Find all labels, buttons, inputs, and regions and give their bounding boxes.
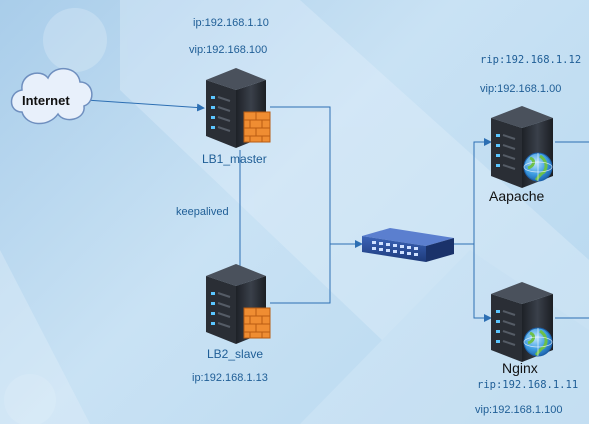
- lb1-firewall-icon: [243, 111, 271, 143]
- internet-to-lb1-line: [85, 99, 205, 112]
- apache-globe-icon: [523, 152, 553, 182]
- internet-cloud-icon: [10, 68, 93, 125]
- lb1-name-label: LB1_master: [202, 152, 267, 166]
- internet-label: Internet: [22, 93, 70, 108]
- network-switch-icon: [362, 228, 454, 262]
- switch-to-apache-line: [452, 138, 492, 245]
- lb2-firewall-icon: [243, 307, 271, 339]
- lb1-vip-label: vip:192.168.100: [189, 44, 268, 56]
- nginx-rip-label: rip:192.168.1.11: [477, 379, 579, 391]
- keepalived-label: keepalived: [176, 206, 229, 218]
- nginx-name-label: Nginx: [502, 360, 538, 376]
- apache-rip-label: rip:192.168.1.12: [480, 54, 582, 66]
- lb1-ip-label: ip:192.168.1.10: [193, 17, 269, 29]
- apache-name-label: Aapache: [489, 188, 545, 204]
- apache-vip-label: vip:192.168.1.00: [480, 83, 562, 95]
- lb2-to-switch-line: [270, 244, 331, 304]
- lb2-ip-label: ip:192.168.1.13: [192, 372, 268, 384]
- lb1-to-switch-line: [270, 106, 363, 248]
- nginx-vip-label: vip:192.168.1.100: [475, 404, 563, 416]
- switch-to-nginx-line: [473, 244, 492, 322]
- lb2-name-label: LB2_slave: [207, 347, 264, 361]
- nginx-globe-icon: [523, 327, 553, 357]
